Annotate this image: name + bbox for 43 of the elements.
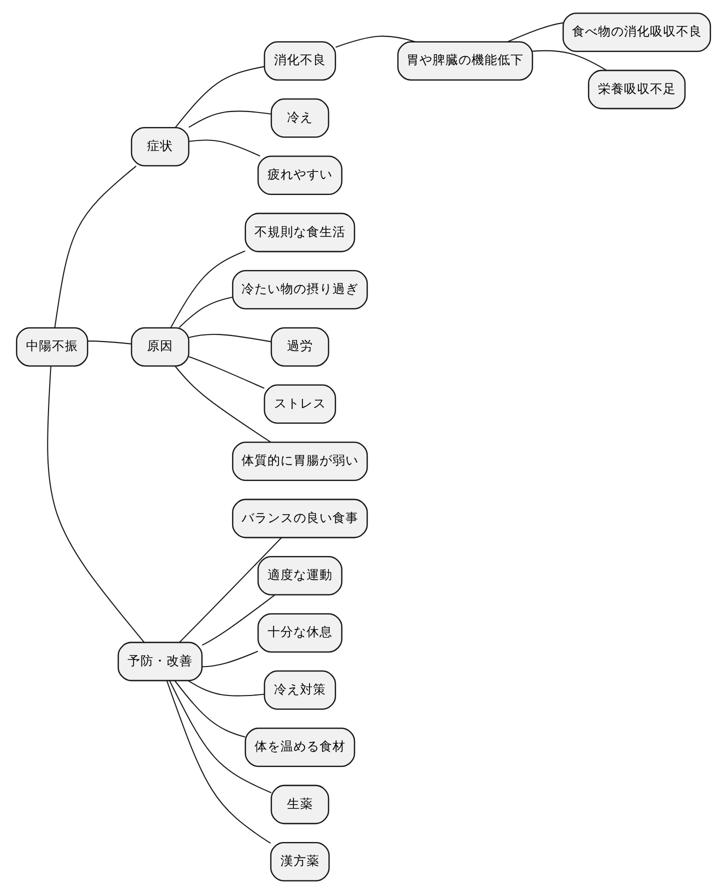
connector <box>187 680 264 696</box>
connector <box>174 66 264 128</box>
connector <box>166 680 270 844</box>
node-box: 症状 <box>130 126 189 166</box>
node-box: 適度な運動 <box>256 556 342 595</box>
connector <box>188 356 264 388</box>
connector <box>174 365 271 442</box>
node-box: ストレス <box>263 384 336 424</box>
node-box: 胃や脾臓の機能低下 <box>396 40 533 80</box>
node-box: 中陽不振 <box>15 326 88 366</box>
node-box: 体を温める食材 <box>244 727 355 766</box>
node-box: バランスの良い食事 <box>232 498 368 538</box>
node-box: 漢方薬 <box>270 842 330 881</box>
connector <box>178 536 282 642</box>
node-box: 冷え <box>270 98 329 138</box>
connector <box>87 340 131 344</box>
connector <box>507 22 563 42</box>
node-box: 過労 <box>270 326 329 366</box>
connector <box>46 366 144 642</box>
connector <box>335 35 416 48</box>
node-box: 食べ物の消化吸収不良 <box>562 12 711 52</box>
node-box: 冷え対策 <box>263 670 336 710</box>
connector <box>54 165 136 328</box>
connector <box>168 680 272 793</box>
node-box: 十分な休息 <box>256 612 342 652</box>
node-box: 原因 <box>130 326 189 366</box>
node-box: 予防・改善 <box>117 641 202 681</box>
connector <box>188 333 271 342</box>
connector <box>178 296 232 328</box>
node-box: 生薬 <box>270 784 329 824</box>
node-box: 不規則な食生活 <box>244 212 355 252</box>
connector <box>532 50 606 70</box>
connector <box>188 139 260 156</box>
node-box: 栄養吸収不足 <box>587 69 686 109</box>
connector <box>188 110 271 128</box>
connector <box>174 680 245 738</box>
node-box: 冷たい物の摂り過ぎ <box>232 270 368 309</box>
connector <box>201 594 275 646</box>
node-box: 疲れやすい <box>256 155 342 194</box>
connector <box>201 650 258 667</box>
connector <box>170 250 245 328</box>
node-box: 消化不良 <box>263 40 336 80</box>
node-box: 体質的に胃腸が弱い <box>232 441 368 480</box>
